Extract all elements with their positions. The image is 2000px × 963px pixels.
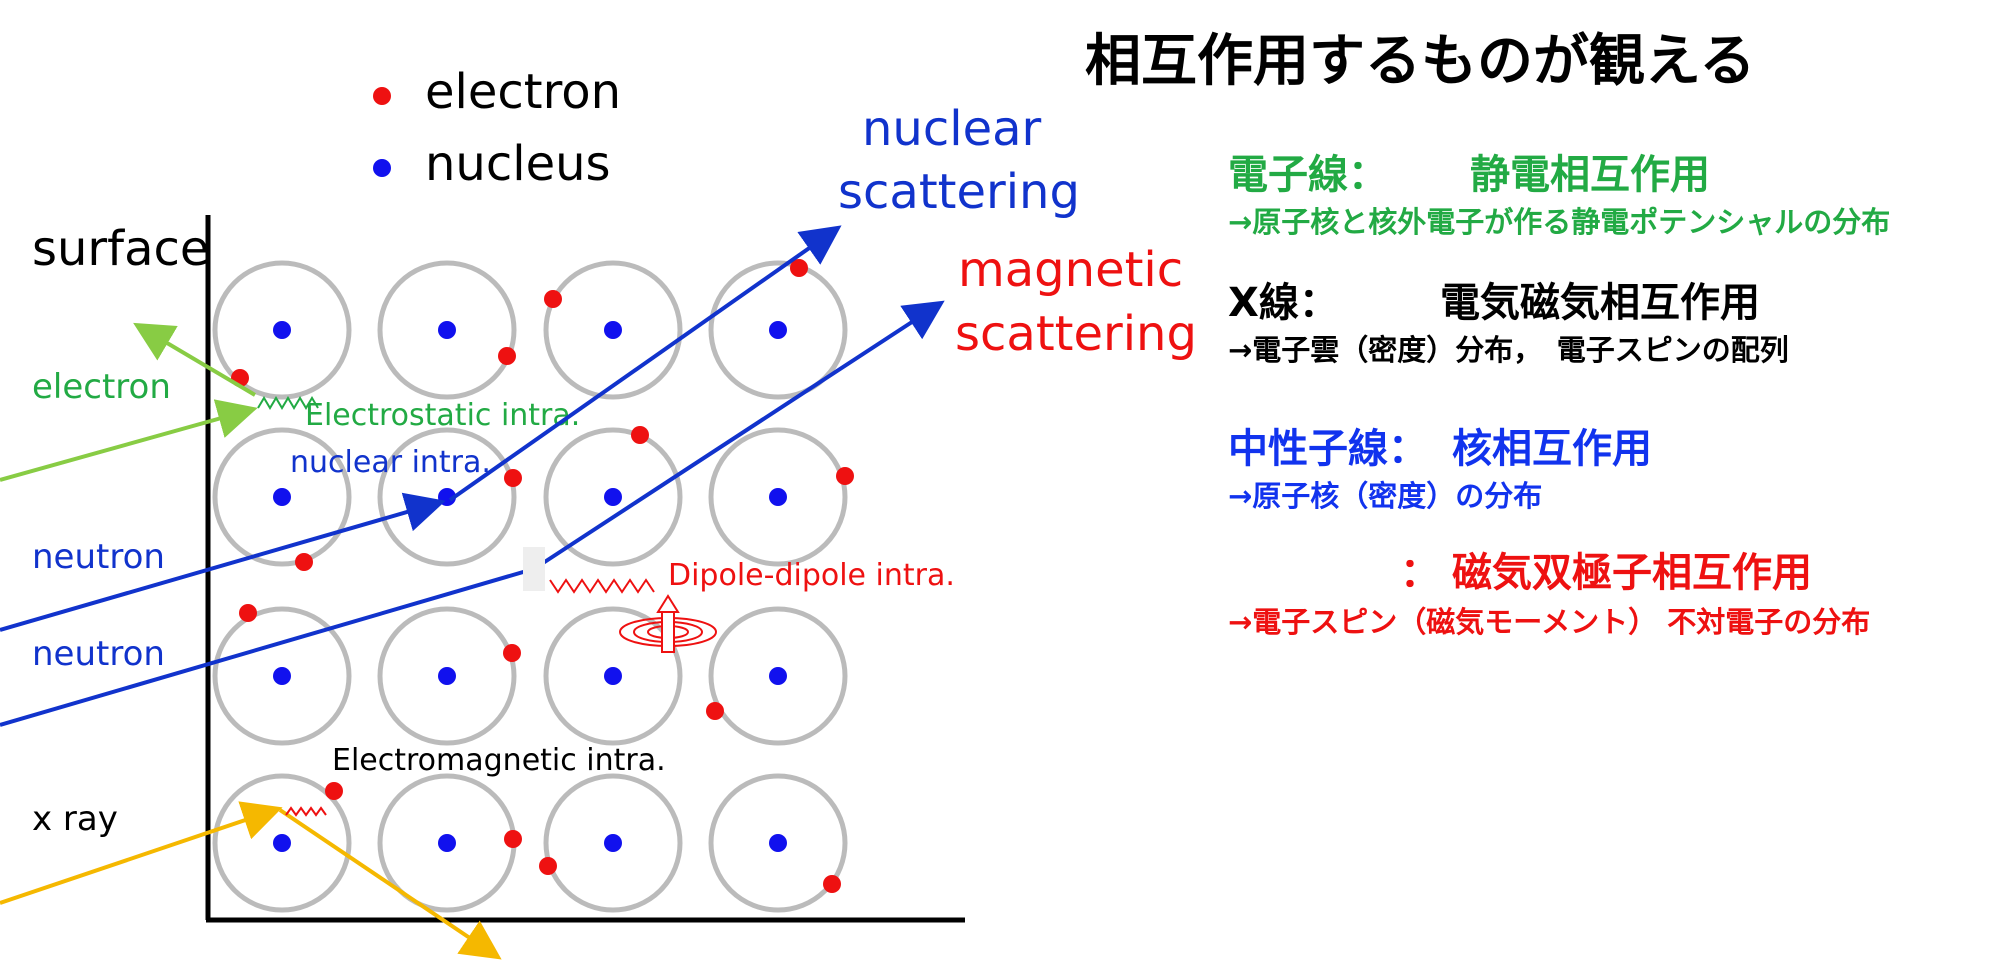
electron-dot bbox=[295, 553, 313, 571]
probe-neutron-2-label: neutron bbox=[32, 634, 165, 674]
electron-dot bbox=[503, 644, 521, 662]
electron-dot bbox=[239, 604, 257, 622]
explanation-xray: X線： 電気磁気相互作用 →電子雲（密度）分布， 電子スピンの配列 bbox=[1228, 280, 1789, 367]
atom-ring bbox=[212, 427, 352, 567]
nucleus-dot bbox=[438, 667, 456, 685]
interaction-site-marker bbox=[523, 547, 545, 591]
neutron-beam-1-scattered bbox=[448, 225, 842, 502]
legend-nucleus-dot bbox=[373, 159, 391, 177]
explanation-neutron-head-a: 中性子線： bbox=[1228, 426, 1428, 472]
surface-label: surface bbox=[32, 221, 209, 277]
atom-lattice bbox=[212, 259, 854, 913]
legend-nucleus-label: nucleus bbox=[425, 136, 611, 192]
atom-ring bbox=[543, 606, 683, 746]
electromagnetic-wave bbox=[285, 806, 327, 817]
nucleus-dot bbox=[438, 321, 456, 339]
explanation-electron-head-b: 静電相互作用 bbox=[1470, 152, 1710, 198]
atom-ring bbox=[708, 260, 848, 400]
electrostatic-wave bbox=[257, 396, 319, 410]
explanation-electron-detail: →原子核と核外電子が作る静電ポテンシャルの分布 bbox=[1228, 205, 1890, 239]
explanation-magnetic-head-b: 磁気双極子相互作用 bbox=[1452, 550, 1812, 596]
explanation-electron-head-a: 電子線： bbox=[1228, 152, 1388, 198]
nucleus-dot bbox=[604, 321, 622, 339]
explanation-magnetic-detail: →電子スピン（磁気モーメント） 不対電子の分布 bbox=[1228, 605, 1870, 639]
nucleus-dot bbox=[273, 321, 291, 339]
electron-dot bbox=[498, 347, 516, 365]
legend-electron-dot bbox=[373, 87, 391, 105]
atom-ring bbox=[377, 260, 517, 400]
nucleus-dot bbox=[273, 834, 291, 852]
atom-ring bbox=[212, 773, 352, 913]
nuclear-intra-label: nuclear intra. bbox=[290, 445, 491, 480]
electron-beam-scattered bbox=[133, 322, 257, 397]
nucleus-dot bbox=[769, 488, 787, 506]
magnetic-scattering-label-line1: magnetic bbox=[958, 242, 1183, 298]
probe-xray-label: x ray bbox=[32, 799, 118, 839]
nucleus-dot bbox=[438, 834, 456, 852]
atom-ring bbox=[543, 427, 683, 567]
atom-ring bbox=[377, 427, 517, 567]
atom-ring bbox=[708, 773, 848, 913]
atom-ring bbox=[543, 260, 683, 400]
explanation-xray-head-b: 電気磁気相互作用 bbox=[1440, 280, 1760, 326]
nucleus-dot bbox=[604, 667, 622, 685]
electron-dot bbox=[823, 875, 841, 893]
neutron-beam-1-incident bbox=[0, 492, 446, 632]
atom-ring bbox=[543, 773, 683, 913]
electron-dot bbox=[631, 426, 649, 444]
legend-electron-label: electron bbox=[425, 64, 621, 120]
electron-dot bbox=[706, 702, 724, 720]
explanation-xray-head-a: X線： bbox=[1228, 280, 1339, 326]
nucleus-dot bbox=[604, 488, 622, 506]
probe-electron-label: electron bbox=[32, 367, 171, 407]
nucleus-dot bbox=[769, 834, 787, 852]
magnetic-scattering-label-line2: scattering bbox=[955, 306, 1197, 362]
neutron-beam-2-incident bbox=[0, 568, 531, 727]
nucleus-dot bbox=[769, 321, 787, 339]
nucleus-dot bbox=[769, 667, 787, 685]
diagram-title: 相互作用するものが観える bbox=[1085, 29, 1755, 94]
nuclear-scattering-label-line1: nuclear bbox=[862, 101, 1042, 157]
electron-dot bbox=[504, 830, 522, 848]
nucleus-dot bbox=[273, 667, 291, 685]
explanation-xray-detail: →電子雲（密度）分布， 電子スピンの配列 bbox=[1228, 333, 1789, 367]
dipole-wave bbox=[549, 578, 655, 594]
magnetic-dipole-icon bbox=[619, 594, 717, 653]
explanation-neutron-head-b: 核相互作用 bbox=[1452, 426, 1652, 472]
explanation-electron: 電子線： 静電相互作用 →原子核と核外電子が作る静電ポテンシャルの分布 bbox=[1228, 152, 1890, 239]
electron-dot bbox=[504, 469, 522, 487]
explanation-neutron: 中性子線： 核相互作用 →原子核（密度）の分布 bbox=[1228, 426, 1652, 513]
electron-dot bbox=[836, 467, 854, 485]
nuclear-scattering-label-line2: scattering bbox=[838, 164, 1080, 220]
atom-ring bbox=[212, 260, 352, 400]
electron-beam-incident bbox=[0, 399, 258, 482]
nucleus-dot bbox=[604, 834, 622, 852]
explanation-magnetic: ： 磁気双極子相互作用 →電子スピン（磁気モーメント） 不対電子の分布 bbox=[1228, 550, 1870, 639]
electron-dot bbox=[325, 782, 343, 800]
explanation-magnetic-head-a: ： bbox=[1400, 550, 1440, 596]
electrostatic-intra-label: Electrostatic intra. bbox=[305, 398, 580, 433]
nucleus-dot bbox=[273, 488, 291, 506]
atom-ring bbox=[708, 606, 848, 746]
electron-dot bbox=[539, 857, 557, 875]
explanation-neutron-detail: →原子核（密度）の分布 bbox=[1228, 479, 1542, 513]
xray-beam-scattered bbox=[278, 808, 502, 960]
electron-dot bbox=[544, 290, 562, 308]
neutron-beam-2-scattered bbox=[538, 300, 945, 567]
atom-ring bbox=[708, 427, 848, 567]
electromagnetic-intra-label: Electromagnetic intra. bbox=[332, 743, 666, 778]
atom-ring bbox=[377, 606, 517, 746]
dipole-intra-label: Dipole-dipole intra. bbox=[668, 558, 955, 593]
atom-ring bbox=[212, 606, 352, 746]
xray-beam-incident bbox=[0, 801, 283, 905]
probe-neutron-1-label: neutron bbox=[32, 537, 165, 577]
